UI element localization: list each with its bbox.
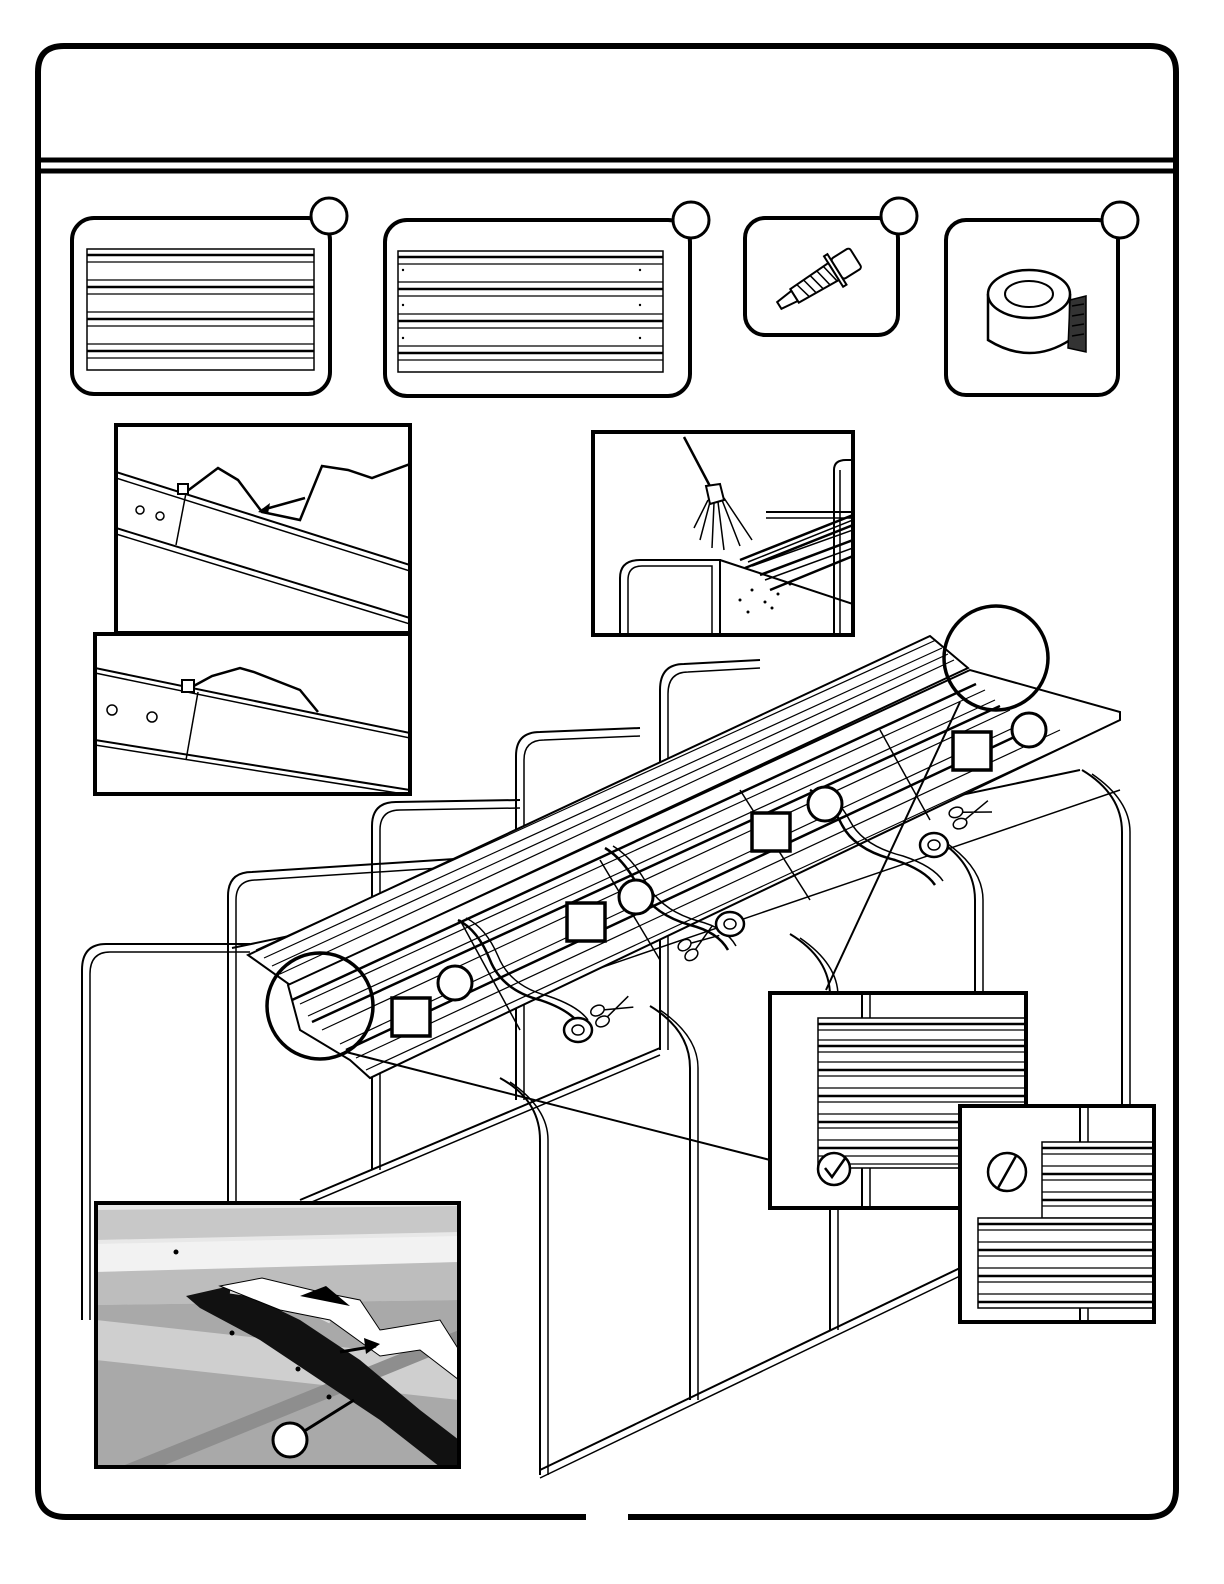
tape-roll-1 [564, 1018, 592, 1042]
detail-incorrect-overlap [960, 1106, 1154, 1322]
header-band [40, 160, 1174, 171]
prohibited-icon [988, 1153, 1026, 1191]
part-screw [745, 198, 917, 335]
scissors-icon [589, 992, 635, 1029]
checkmark-icon [818, 1153, 850, 1185]
part-long-roof-panel [385, 202, 709, 396]
detail-sweep-debris [593, 432, 853, 635]
part-short-roof-panel [72, 198, 347, 394]
scissors-icon-3 [948, 796, 994, 831]
part-tape [946, 202, 1138, 395]
tape-roll-2 [716, 912, 744, 936]
short-roof-panel-icon [87, 249, 314, 370]
long-roof-panel-icon [398, 251, 663, 372]
tape-roll-3 [920, 833, 948, 857]
detail-panel-edge-top [116, 425, 410, 633]
detail-panel-edge-bottom [95, 634, 410, 795]
photo-tape-detail [96, 1203, 459, 1467]
